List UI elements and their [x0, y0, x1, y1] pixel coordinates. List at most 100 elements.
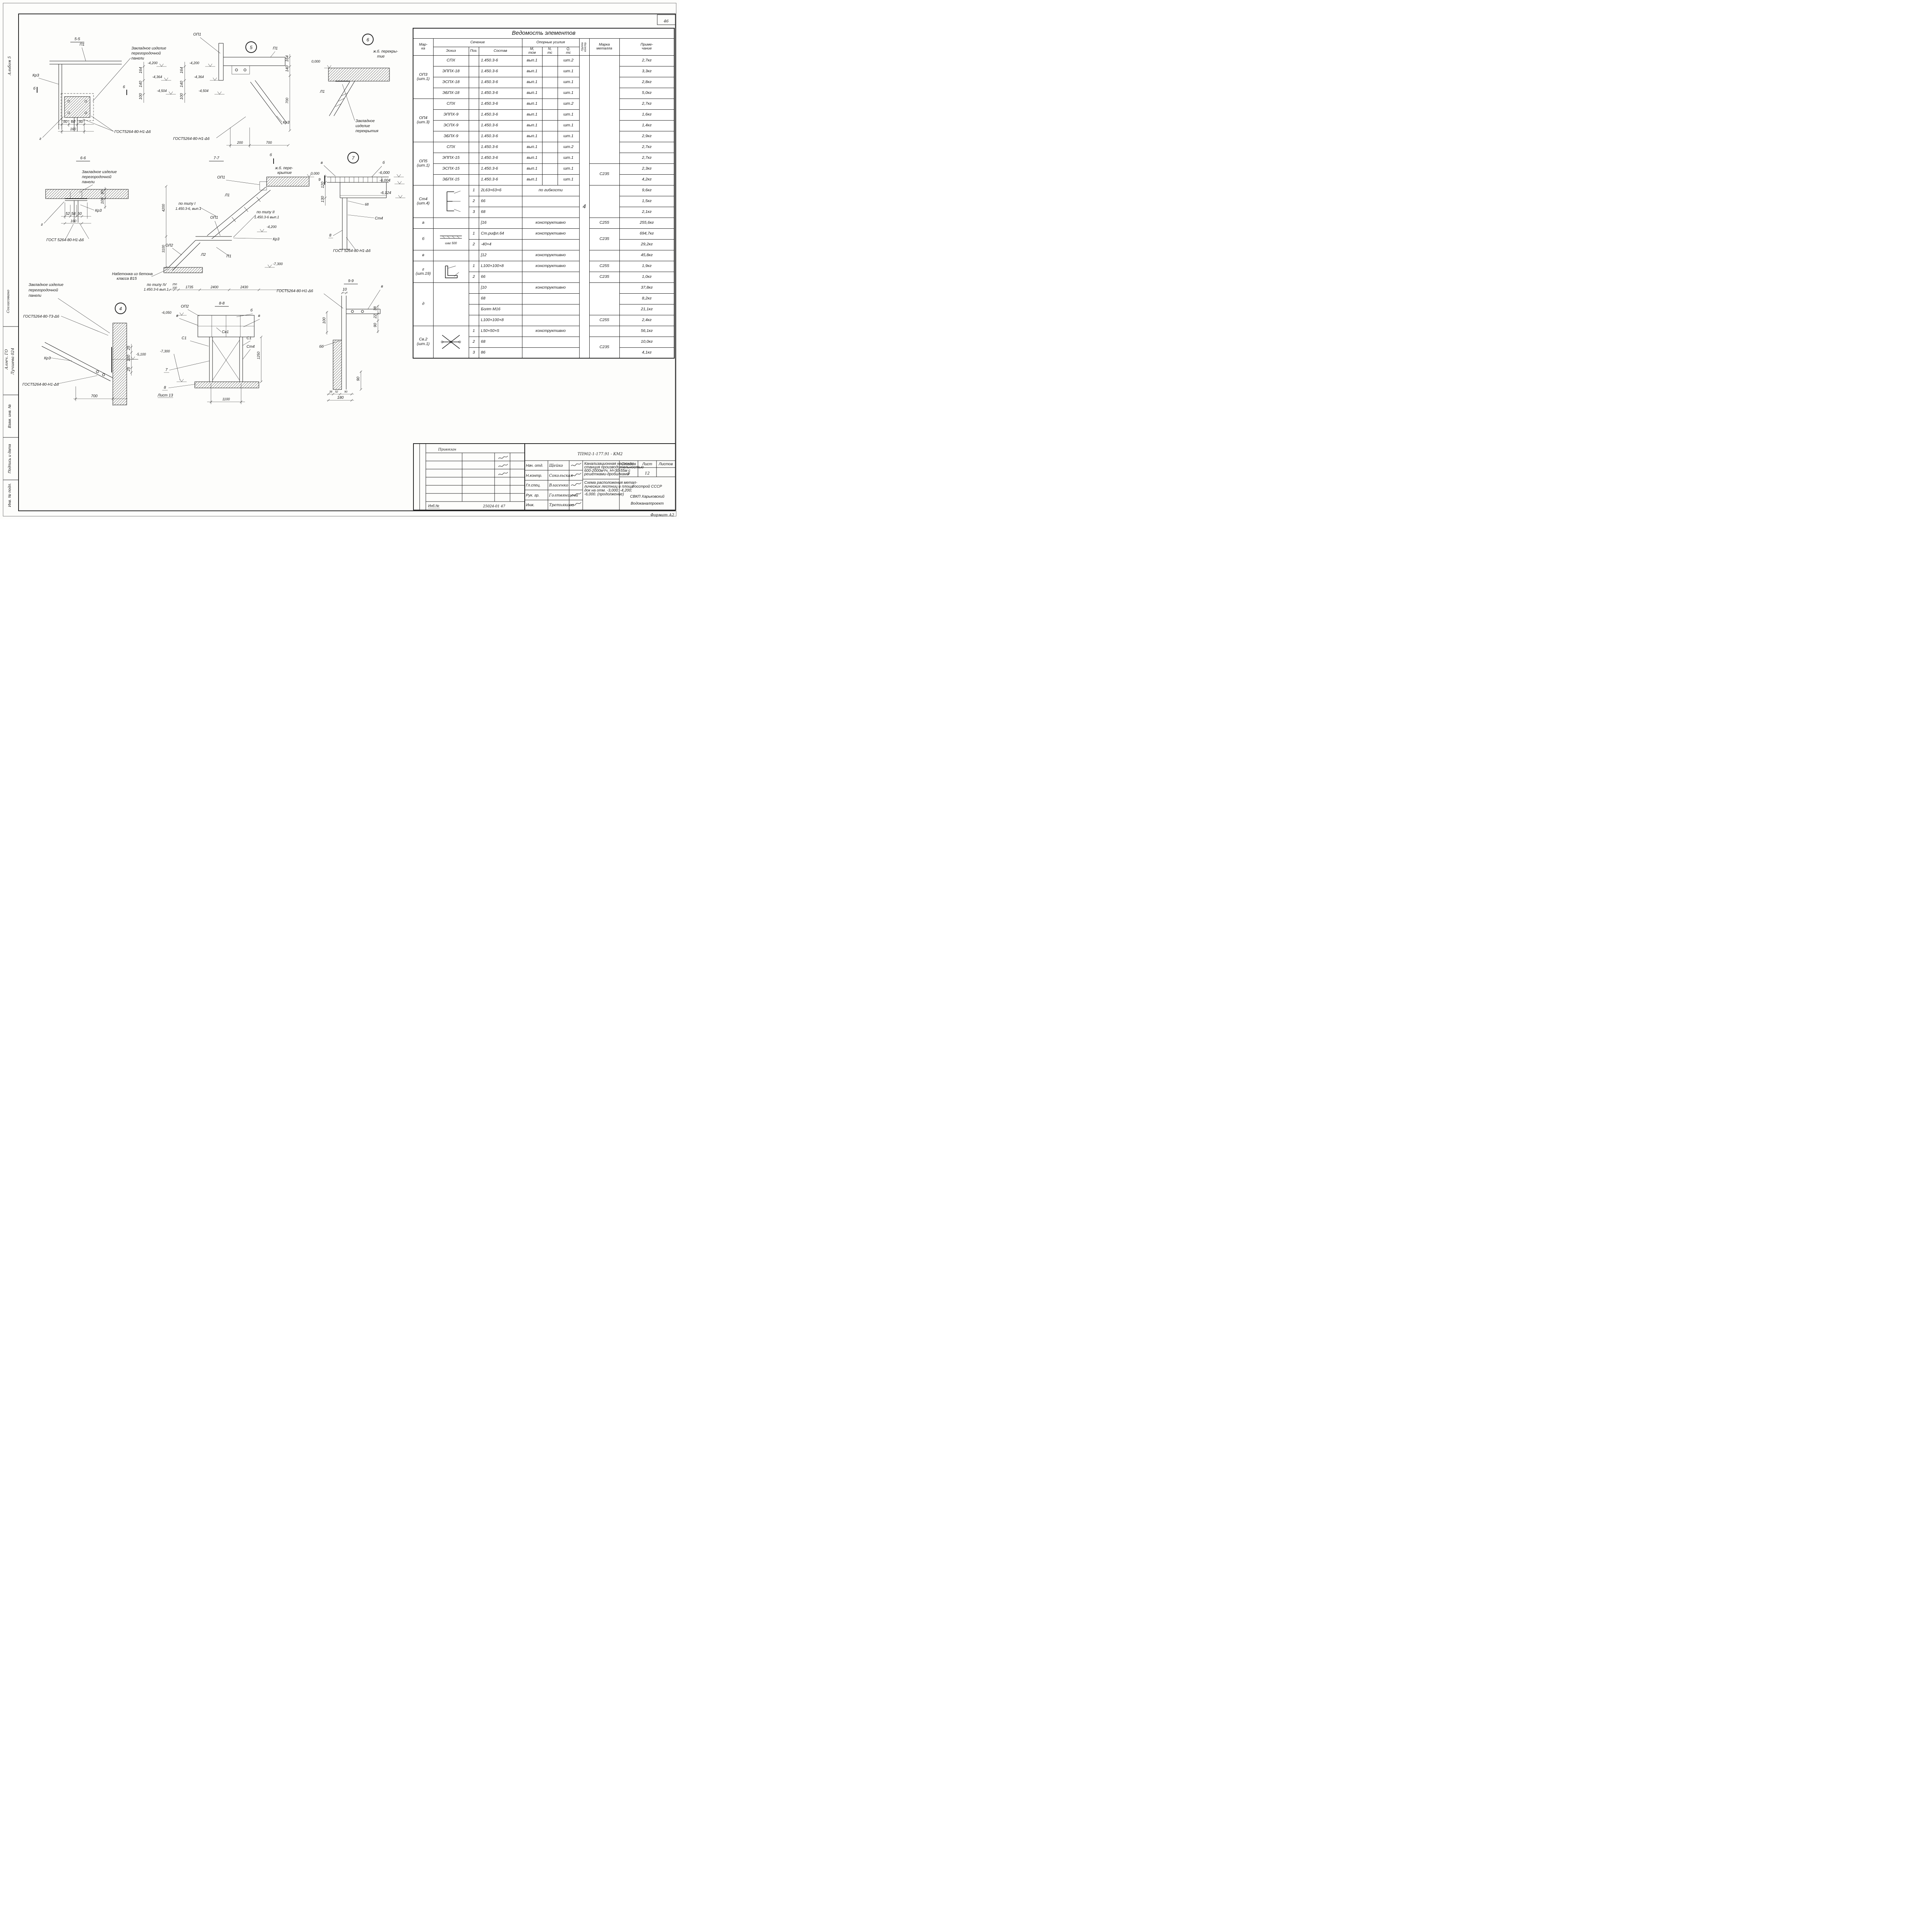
- ved-cell: 56,1кг: [619, 325, 675, 337]
- dim-label: 50: [78, 120, 83, 124]
- dim-label: 38: [373, 306, 378, 311]
- dim-label: 100: [139, 93, 143, 100]
- detail-6: 6 ж.б. перекры- тие 0,000 Л1 Закладное и…: [311, 34, 398, 133]
- ved-cell: д: [413, 282, 434, 326]
- part-label: ОП1: [217, 175, 225, 180]
- view-title: 6-6: [80, 156, 86, 160]
- ved-cell: [10: [478, 282, 522, 294]
- part-label: Л1: [320, 90, 325, 94]
- note-line: перегородочной: [82, 175, 112, 179]
- sheet-desc: Схема расположения метал-: [584, 481, 638, 485]
- stamp-vzam: Взам. инв. №: [8, 404, 12, 428]
- ved-cell: 68: [478, 336, 522, 348]
- role-label: Нач. отд.: [526, 464, 543, 468]
- ved-cell: 1,0кг: [619, 271, 675, 283]
- org-line: Госстрой СССР: [633, 485, 662, 489]
- ved-cell: 45,8кг: [619, 250, 675, 261]
- section-marker: б: [250, 308, 253, 313]
- note-line: ж.б. перекры-: [373, 49, 398, 54]
- dim-label: 3100: [162, 245, 165, 253]
- ved-cell: по гибкости: [522, 185, 580, 196]
- col-header-metall: Марка металла: [589, 38, 620, 56]
- ved-cell: 1.450.3-6: [478, 131, 522, 142]
- ved-cell: [542, 98, 558, 110]
- detail-number: 4: [119, 306, 122, 311]
- ved-cell: [522, 196, 580, 207]
- ved-cell: 1.450.3-6: [478, 141, 522, 153]
- part-label: П1: [80, 43, 85, 47]
- ved-cell: конструктивно: [522, 260, 580, 272]
- ved-cell: С255: [589, 315, 620, 326]
- ved-cell: [468, 55, 479, 66]
- type-note: по типу II: [257, 210, 275, 214]
- elevation-label: 0,000: [311, 60, 320, 63]
- part-label: ОЛ2: [165, 243, 173, 248]
- dim-label: 50: [63, 120, 68, 124]
- type-note: 1.450.3-6, вып.1: [175, 207, 201, 211]
- ved-cell: 8,2кг: [619, 293, 675, 304]
- album-label: Альбом 5: [8, 56, 12, 75]
- ved-cell: 3: [468, 347, 479, 359]
- ved-cell: -40×4: [478, 239, 522, 250]
- person-name: Сокольская: [549, 474, 573, 478]
- gost-label: ГОСТ5264-80-Н1-Δ6: [277, 289, 313, 293]
- dim-label: 700: [91, 394, 98, 398]
- dim-label: 52: [335, 391, 338, 393]
- ved-cell: 1.450.3-6: [478, 152, 522, 164]
- ved-cell: конструктивно: [522, 217, 580, 229]
- elevation-label: -5,100: [136, 352, 146, 356]
- ved-cell: 2: [468, 271, 479, 283]
- ved-cell: 1.450.3-6: [478, 87, 522, 99]
- dim-label: 700: [285, 98, 289, 104]
- ved-cell: вып.1: [522, 55, 543, 66]
- col-header-m: М, тсм: [522, 46, 543, 56]
- ved-cell: [589, 185, 620, 218]
- ved-cell: 1,5кг: [619, 196, 675, 207]
- ved-cell: [522, 347, 580, 359]
- part-label: С1: [247, 336, 252, 340]
- ved-cell: [589, 325, 620, 337]
- ved-cell: 1.450.3-6: [478, 55, 522, 66]
- ved-cell: ЭБПХ-15: [433, 174, 469, 185]
- ved-cell: [542, 131, 558, 142]
- dim-label: 1100: [222, 397, 230, 401]
- ved-cell: [522, 239, 580, 250]
- left-margin: Альбом 5 Согласовано Алгеч. ГО Лучшева 0…: [5, 56, 15, 507]
- ved-cell: 2: [468, 336, 479, 348]
- person-name: Власенко: [549, 483, 568, 488]
- ved-cell: ЭБПХ-18: [433, 87, 469, 99]
- detail-7: 7 в б 9 -6,000 -6,004 -6,124 68 Ст4 8 ГО…: [318, 152, 406, 253]
- part-label: П1: [226, 254, 231, 259]
- view-6-6: 6-6 Закладное изделие перегородочной пан…: [41, 156, 129, 242]
- elevation-label: -7,300: [273, 262, 283, 266]
- dim-label: 100: [322, 317, 327, 324]
- dim-label: 38: [329, 391, 332, 393]
- sheet-value: 12: [645, 471, 650, 476]
- ved-cell: L50×50×5: [478, 325, 522, 337]
- sheet-desc: лических лестниц и площа-: [584, 485, 635, 489]
- ved-cell: [468, 120, 479, 131]
- ved-cell: [589, 282, 620, 315]
- ved-cell: шт.1: [557, 174, 580, 185]
- section-marker: 9: [318, 178, 321, 182]
- view-title: 8-8: [219, 301, 225, 306]
- ved-cell: 29,2кг: [619, 239, 675, 250]
- ved-cell: С235: [589, 336, 620, 359]
- dim-label: 2430: [240, 285, 248, 289]
- ved-cell: 3: [468, 206, 479, 218]
- ved-cell: [522, 315, 580, 326]
- role-label: Инж.: [526, 503, 534, 507]
- ved-cell: [468, 282, 479, 294]
- section-marker: б: [33, 86, 36, 91]
- ved-cell: Св.2 (шт.1): [413, 325, 434, 359]
- gost-label: ГОСТ 5264-80-Н1-Δ6: [333, 249, 371, 253]
- ved-cell: шаг 500: [433, 228, 469, 250]
- ved-cell: 4,2кг: [619, 174, 675, 185]
- ved-cell: конструктивно: [522, 325, 580, 337]
- ved-cell: [542, 109, 558, 121]
- dim-label: 90: [100, 190, 105, 194]
- ved-cell: [542, 55, 558, 66]
- weld-label: Св1: [222, 330, 229, 334]
- part-label: П1: [273, 46, 278, 51]
- ved-cell: [12: [478, 250, 522, 261]
